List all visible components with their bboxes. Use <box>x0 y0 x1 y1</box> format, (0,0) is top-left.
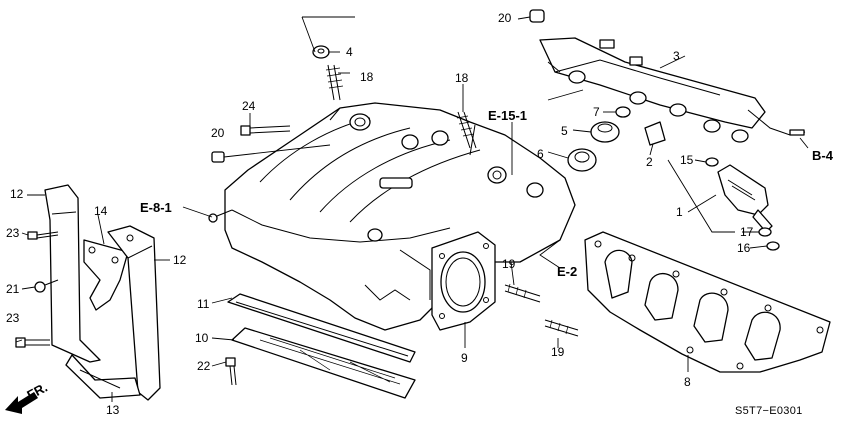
callout-13: 13 <box>106 403 120 417</box>
callout-9: 9 <box>461 351 468 365</box>
callout-14: 14 <box>94 204 108 218</box>
stud-18-left <box>325 64 344 101</box>
seal-ring-17 <box>758 227 772 237</box>
callout-12-left: 12 <box>10 187 24 201</box>
callout-5: 5 <box>561 124 568 138</box>
bracket-12-left <box>44 184 101 363</box>
bracket-12-right <box>107 225 161 401</box>
bolt-23-lower <box>15 337 50 348</box>
callout-17: 17 <box>740 225 754 239</box>
callout-3: 3 <box>673 49 680 63</box>
regulator-6 <box>567 148 597 172</box>
pipe-stub-e81 <box>208 209 233 223</box>
front-direction-arrow-icon <box>5 392 38 414</box>
o-ring-16 <box>766 241 780 251</box>
callout-23-upper: 23 <box>6 226 20 240</box>
callout-16: 16 <box>737 241 751 255</box>
ref-e-8-1: E-8-1 <box>140 200 172 215</box>
callout-8: 8 <box>684 375 691 389</box>
ref-e-15-1: E-15-1 <box>488 108 527 123</box>
throttle-body-flange <box>431 231 496 331</box>
callout-12-right: 12 <box>173 253 187 267</box>
stud-19-upper <box>504 283 541 303</box>
o-ring-15 <box>705 157 719 167</box>
callout-4: 4 <box>346 45 353 59</box>
ref-b-4: B-4 <box>812 148 834 163</box>
callout-18-left: 18 <box>360 70 374 84</box>
callout-22: 22 <box>197 359 211 373</box>
callout-20-left: 20 <box>211 126 225 140</box>
leader-lines <box>15 16 809 402</box>
o-ring-7 <box>615 106 631 118</box>
nut-4 <box>312 45 330 59</box>
nut-20-top <box>529 9 545 23</box>
fuel-rail <box>539 37 806 143</box>
callout-24: 24 <box>242 99 256 113</box>
stud-19-lower <box>544 319 579 337</box>
callout-19-upper: 19 <box>502 257 516 271</box>
bolt-24 <box>240 125 291 136</box>
callout-1: 1 <box>676 205 683 219</box>
cover-plate-10 <box>231 327 416 399</box>
nut-20-left <box>211 151 225 163</box>
fuel-pulsation-damper-5 <box>590 121 620 143</box>
callout-15: 15 <box>680 153 694 167</box>
callout-20-top: 20 <box>498 11 512 25</box>
bolt-22 <box>225 357 237 386</box>
bolt-23-upper <box>27 231 59 240</box>
callout-2: 2 <box>646 155 653 169</box>
ref-e-2: E-2 <box>557 264 577 279</box>
stud-18-right <box>456 111 477 149</box>
clip-2 <box>644 121 666 146</box>
injector-1 <box>717 164 773 233</box>
callout-21: 21 <box>6 282 20 296</box>
callout-19-lower: 19 <box>551 345 565 359</box>
callout-6: 6 <box>537 147 544 161</box>
bracket-13 <box>65 354 141 399</box>
callout-10: 10 <box>195 331 209 345</box>
bracket-14 <box>83 239 129 311</box>
diagram-code: S5T7−E0301 <box>735 405 803 417</box>
intake-manifold <box>224 102 576 331</box>
cover-gasket-11 <box>227 293 416 363</box>
callout-18-right: 18 <box>455 71 469 85</box>
callout-23-lower: 23 <box>6 311 20 325</box>
callout-7: 7 <box>593 105 600 119</box>
gasket-8 <box>584 231 831 373</box>
callout-11: 11 <box>197 297 210 311</box>
